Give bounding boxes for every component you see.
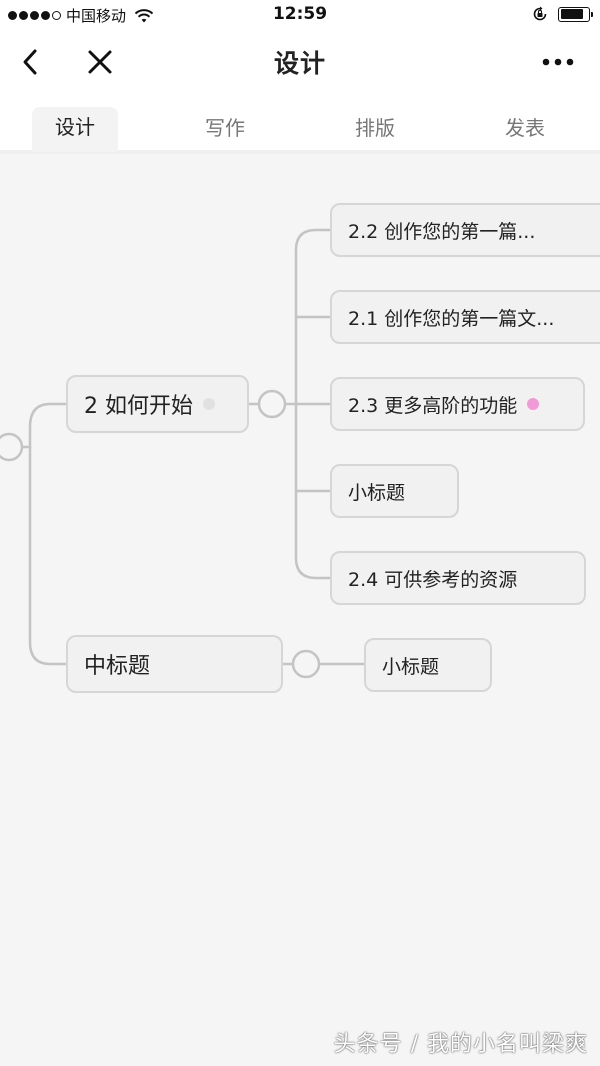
close-button[interactable]	[80, 42, 120, 82]
node-label: 中标题	[84, 654, 151, 679]
nav-bar: 设计	[0, 30, 600, 94]
node-label: 小标题	[348, 481, 406, 504]
mindmap-node-2-4[interactable]: 2.4 可供参考的资源	[330, 551, 586, 605]
tab-publish[interactable]: 发表	[505, 116, 545, 140]
battery-icon	[558, 6, 593, 22]
watermark: 头条号 / 我的小名叫梁爽	[333, 1032, 588, 1057]
mindmap-node-small-title-2[interactable]: 小标题	[364, 638, 492, 692]
mindmap-canvas[interactable]: 2 如何开始 2.2 创作您的第一篇... 2.1 创作您的第一篇文... 2.…	[0, 154, 600, 1066]
more-button[interactable]	[538, 42, 578, 82]
node-label: 2.3 更多高阶的功能	[348, 394, 518, 417]
tab-bar: 设计 写作 排版 发表	[0, 94, 600, 154]
root-collapse-toggle	[0, 432, 24, 462]
carrier-name: 中国移动	[66, 7, 127, 25]
node-label: 小标题	[382, 655, 440, 678]
mindmap-node-small-title-1[interactable]: 小标题	[330, 464, 459, 518]
start-collapse-toggle	[257, 389, 287, 419]
close-icon	[88, 50, 112, 74]
mindmap-node-how-to-start[interactable]: 2 如何开始	[66, 375, 249, 433]
mindmap-node-2-1[interactable]: 2.1 创作您的第一篇文...	[330, 290, 600, 344]
connector-branch-bottom	[294, 404, 332, 580]
orientation-lock-icon	[533, 6, 547, 21]
tab-design[interactable]: 设计	[32, 107, 118, 152]
node-label: 2.2 创作您的第一篇...	[348, 220, 536, 243]
page-title: 设计	[273, 49, 326, 78]
mindmap-node-2-3[interactable]: 2.3 更多高阶的功能	[330, 377, 585, 431]
tab-layout[interactable]: 排版	[355, 116, 395, 140]
connector-branch-top	[294, 228, 332, 404]
chevron-left-icon	[23, 49, 37, 75]
node-label: 2.4 可供参考的资源	[348, 568, 518, 591]
mindmap-connectors	[0, 228, 366, 679]
tab-writing[interactable]: 写作	[205, 116, 245, 140]
connector-root-mid	[28, 447, 68, 666]
back-button[interactable]	[10, 42, 50, 82]
node-label: 2 如何开始	[84, 394, 193, 419]
node-marker-dot	[527, 398, 540, 410]
mid-collapse-toggle	[291, 649, 321, 679]
node-label: 2.1 创作您的第一篇文...	[348, 307, 555, 330]
connector-root-trunk	[22, 402, 68, 449]
status-bar: 中国移动 12:59	[0, 0, 600, 30]
status-time: 12:59	[272, 4, 328, 24]
node-marker-dot	[203, 398, 215, 410]
mindmap-node-mid-title[interactable]: 中标题	[66, 635, 283, 693]
wifi-icon	[134, 8, 154, 22]
signal-strength-icon	[8, 11, 61, 20]
more-icon	[542, 58, 574, 66]
mindmap-node-2-2[interactable]: 2.2 创作您的第一篇...	[330, 203, 600, 257]
